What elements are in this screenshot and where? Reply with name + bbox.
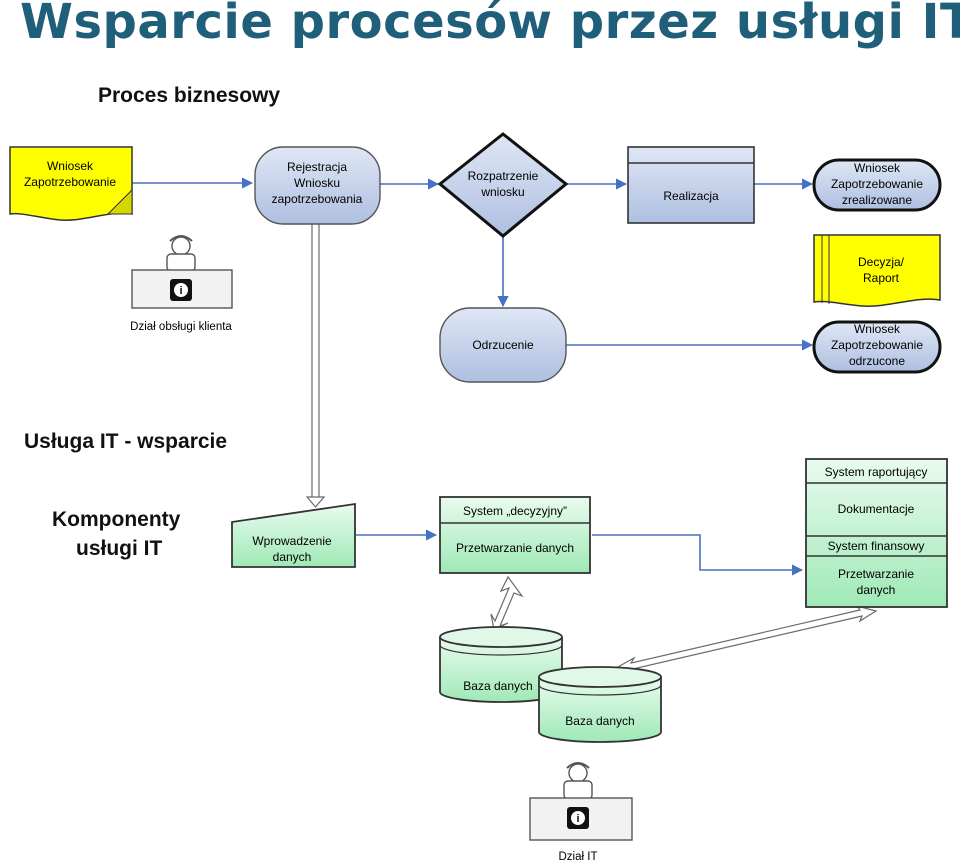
decision-report-line2: Raport	[863, 271, 900, 285]
data-entry-line1: Wprowadzenie	[252, 534, 332, 548]
realization-label: Realizacja	[663, 189, 719, 203]
realization-task: Realizacja	[627, 146, 755, 224]
heading-components-line1: Komponenty	[52, 508, 181, 531]
heading-it-service: Usługa IT - wsparcie	[24, 430, 228, 453]
stack-processing-line1: Przetwarzanie	[838, 567, 914, 581]
review-line1: Rozpatrzenie	[468, 169, 539, 183]
decision-system: System „decyzyjny” Przetwarzanie danych	[439, 496, 591, 574]
decision-report-line1: Decyzja/	[858, 255, 905, 269]
review-line2: wniosku	[480, 185, 524, 199]
data-entry-input: Wprowadzenie danych	[231, 502, 356, 568]
svg-text:i: i	[179, 285, 182, 297]
finance-system-label: System finansowy	[828, 539, 925, 553]
realized-end-line1: Wniosek	[854, 161, 901, 175]
rejected-end: Wniosek Zapotrzebowanie odrzucone	[812, 320, 942, 374]
systems-stack: System raportujący Dokumentacje System f…	[805, 458, 948, 608]
arrow-registration-to-entry	[305, 222, 326, 508]
database-1-label: Baza danych	[463, 679, 532, 693]
request-document-line2: Zapotrzebowanie	[24, 175, 116, 189]
data-entry-line2: danych	[273, 550, 312, 564]
database-2: Baza danych	[538, 666, 662, 743]
rejected-end-line2: Zapotrzebowanie	[831, 338, 923, 352]
svg-text:i: i	[576, 813, 579, 825]
customer-dept-icon: i	[131, 235, 233, 309]
request-document-line1: Wniosek	[47, 159, 94, 173]
it-dept-icon: i	[529, 762, 633, 841]
request-document: Wniosek Zapotrzebowanie	[9, 146, 133, 221]
heading-business-process: Proces biznesowy	[98, 84, 281, 107]
rejected-end-line1: Wniosek	[854, 322, 901, 336]
rejection-label: Odrzucenie	[472, 338, 534, 352]
it-dept-label: Dział IT	[559, 851, 598, 863]
registration-line3: zapotrzebowania	[272, 192, 363, 206]
arrow-db2-stack	[614, 604, 878, 676]
reporting-system-label: System raportujący	[825, 465, 928, 479]
registration-node: Rejestracja Wniosku zapotrzebowania	[254, 146, 381, 225]
page-title: Wsparcie procesów przez usługi IT	[20, 0, 960, 50]
arrow-db1-decision	[490, 575, 524, 631]
decision-system-title: System „decyzyjny”	[463, 504, 567, 518]
registration-line1: Rejestracja	[287, 160, 347, 174]
decision-report-document: Decyzja/ Raport	[813, 234, 941, 307]
decision-system-body: Przetwarzanie danych	[456, 541, 574, 555]
realized-end: Wniosek Zapotrzebowanie zrealizowane	[812, 158, 942, 212]
database-2-label: Baza danych	[565, 714, 634, 728]
customer-dept-label: Dział obsługi klienta	[130, 321, 232, 333]
database-1: Baza danych	[439, 626, 563, 703]
review-decision: Rozpatrzenie wniosku	[437, 132, 569, 238]
documentation-label: Dokumentacje	[838, 502, 915, 516]
registration-line2: Wniosku	[294, 176, 340, 190]
rejection-node: Odrzucenie	[439, 307, 567, 383]
heading-components-line2: usługi IT	[76, 537, 163, 560]
arrow-decision-to-stack	[592, 534, 804, 576]
realized-end-line3: zrealizowane	[842, 193, 912, 207]
realized-end-line2: Zapotrzebowanie	[831, 177, 923, 191]
rejected-end-line3: odrzucone	[849, 354, 905, 368]
stack-processing-line2: danych	[857, 583, 896, 597]
